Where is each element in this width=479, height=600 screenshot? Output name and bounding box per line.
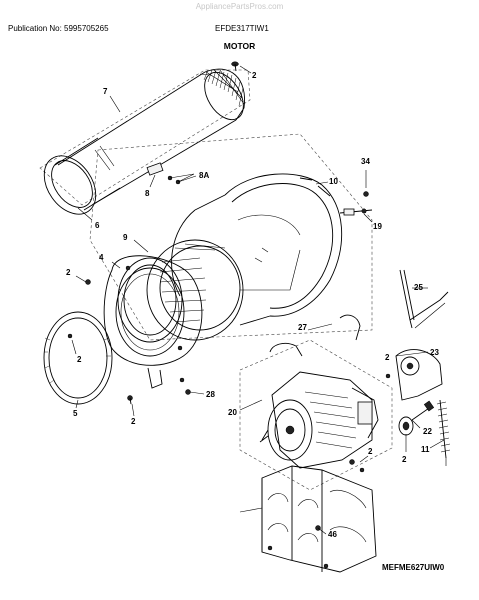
callout-7: 7: [103, 87, 108, 96]
callout-labels: 2 7 8A 8 6 34 10 19 9 4 2 25 27 2 23 2 5…: [66, 71, 439, 539]
part-19-probe[interactable]: [339, 208, 373, 216]
callout-8a: 8A: [199, 171, 209, 180]
screw-blower-bottom-c[interactable]: [179, 377, 185, 383]
screw-top[interactable]: [231, 61, 239, 72]
part-20-idler-shaft[interactable]: [411, 400, 435, 421]
screw-motor-right[interactable]: [349, 459, 365, 473]
callout-22: 11: [421, 445, 430, 454]
callout-27: 27: [298, 323, 307, 332]
callout-34: 34: [361, 157, 370, 166]
model-number: EFDE317TIW1: [215, 24, 269, 33]
part-25-drive-link[interactable]: [399, 269, 449, 329]
callout-2: 2: [252, 71, 257, 80]
screw-blower-bottom-a[interactable]: [127, 395, 133, 405]
leader-lines: [71, 65, 445, 535]
screw-blower-left[interactable]: [85, 279, 91, 285]
callout-19: 19: [373, 222, 382, 231]
part-27-motor-clip[interactable]: [269, 314, 361, 357]
section-title: MOTOR: [223, 41, 256, 51]
callout-9: 9: [123, 233, 128, 242]
part-34-screw[interactable]: [363, 191, 369, 197]
part-22-idler-spring[interactable]: [436, 399, 451, 466]
callout-5: 5: [73, 409, 78, 418]
part-5-blower-seal[interactable]: [43, 311, 113, 405]
callout-23: 23: [430, 348, 439, 357]
publication-number: Publication No: 5995705265: [8, 24, 109, 33]
screw-blower-bottom-b[interactable]: [185, 389, 191, 395]
part-10-blower-housing[interactable]: [89, 133, 373, 341]
part-6-duct-clamp[interactable]: [34, 137, 121, 224]
callout-11: 2: [402, 455, 407, 464]
callout-2: 2: [368, 447, 373, 456]
part-23-idler-bracket[interactable]: [385, 349, 443, 401]
callout-4: 4: [99, 253, 104, 262]
callout-2: 2: [385, 353, 390, 362]
part-28-drive-motor[interactable]: [239, 339, 393, 491]
callout-2: 46: [328, 530, 337, 539]
callout-8: 8: [145, 189, 150, 198]
diagram-code: MEFME627UIW0: [382, 563, 445, 572]
callout-2: 2: [131, 417, 136, 426]
part-4-blower-cover[interactable]: [103, 255, 203, 389]
part-11-idler-pulley[interactable]: [398, 416, 414, 436]
part-46-motor-mount[interactable]: [261, 465, 377, 573]
callout-25: 25: [414, 283, 423, 292]
callout-6: 6: [95, 221, 100, 230]
callout-20: 22: [423, 427, 432, 436]
watermark: AppliancePartsPros.com: [195, 2, 284, 11]
callout-2: 28: [206, 390, 215, 399]
part-8-thermistor[interactable]: [146, 162, 195, 185]
callout-28: 20: [228, 408, 237, 417]
callout-2: 2: [77, 355, 82, 364]
callout-10: 10: [329, 177, 338, 186]
part-7-blower-duct[interactable]: [39, 65, 251, 206]
part-9-blower-wheel[interactable]: [117, 239, 244, 343]
callout-2: 2: [66, 268, 71, 277]
